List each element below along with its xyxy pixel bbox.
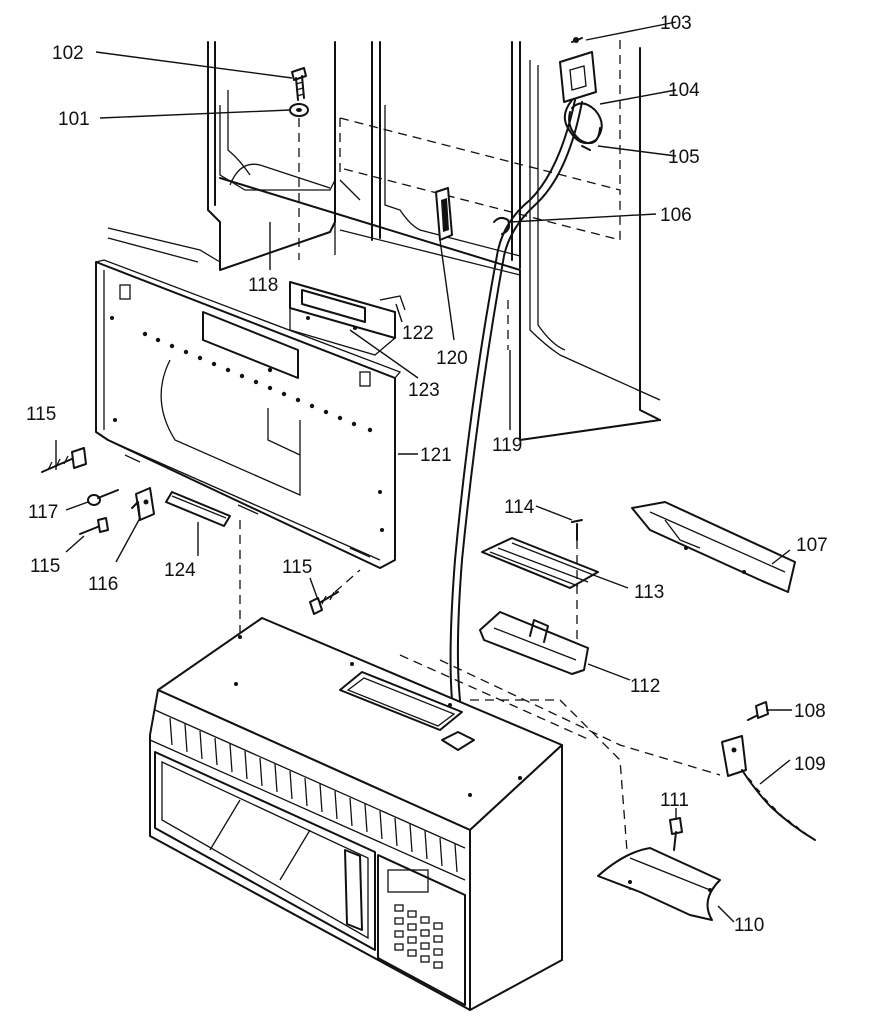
label-107: 107 bbox=[796, 535, 828, 556]
screw-115-lower bbox=[309, 591, 339, 615]
label-123: 123 bbox=[408, 380, 440, 401]
label-103: 103 bbox=[660, 13, 692, 34]
label-106: 106 bbox=[660, 205, 692, 226]
vent-slats bbox=[169, 717, 458, 873]
label-120: 120 bbox=[436, 348, 468, 369]
washer-101 bbox=[289, 103, 309, 117]
bracket-112 bbox=[479, 611, 589, 675]
label-111: 111 bbox=[660, 790, 689, 811]
label-102: 102 bbox=[52, 43, 84, 64]
label-115-mid: 115 bbox=[30, 556, 60, 577]
label-117: 117 bbox=[28, 502, 58, 523]
screw-117 bbox=[87, 489, 119, 506]
power-cord-assembly bbox=[449, 37, 603, 741]
screw-102 bbox=[291, 67, 307, 101]
bracket-chain-109 bbox=[721, 735, 816, 841]
duct-adapter-122 bbox=[289, 281, 406, 356]
label-119: 119 bbox=[492, 435, 522, 456]
mounting-plate-121 bbox=[95, 259, 402, 569]
label-108: 108 bbox=[794, 701, 826, 722]
label-112: 112 bbox=[630, 676, 660, 697]
screw-114 bbox=[571, 519, 583, 541]
bracket-116 bbox=[131, 487, 155, 521]
label-118: 118 bbox=[248, 275, 278, 296]
label-124: 124 bbox=[164, 560, 196, 581]
filter-cover-110 bbox=[597, 847, 721, 921]
screw-111 bbox=[669, 817, 683, 851]
damper-120 bbox=[435, 187, 453, 241]
label-115-lower: 115 bbox=[282, 557, 312, 578]
filter-113 bbox=[481, 537, 599, 589]
screw-115-left bbox=[41, 447, 87, 473]
label-122: 122 bbox=[402, 323, 434, 344]
keypad-buttons bbox=[394, 904, 443, 969]
label-115-top: 115 bbox=[26, 404, 56, 425]
label-113: 113 bbox=[634, 582, 664, 603]
leader-lines bbox=[55, 21, 792, 923]
label-101: 101 bbox=[58, 109, 90, 130]
part-labels: 101 102 103 104 105 106 107 108 109 110 … bbox=[26, 13, 828, 936]
label-121: 121 bbox=[420, 445, 452, 466]
microwave-oven bbox=[149, 617, 563, 1011]
label-110: 110 bbox=[734, 915, 764, 936]
upper-cabinets bbox=[107, 40, 661, 441]
foam-strip-124 bbox=[165, 491, 231, 527]
rear-cover-107 bbox=[631, 501, 796, 593]
screw-108 bbox=[747, 701, 769, 721]
label-114: 114 bbox=[504, 497, 535, 518]
label-116: 116 bbox=[88, 574, 118, 595]
plate-holes bbox=[110, 316, 384, 532]
label-105: 105 bbox=[668, 147, 700, 168]
label-104: 104 bbox=[668, 80, 700, 101]
screw-115-mid bbox=[79, 517, 109, 535]
label-109: 109 bbox=[794, 754, 826, 775]
